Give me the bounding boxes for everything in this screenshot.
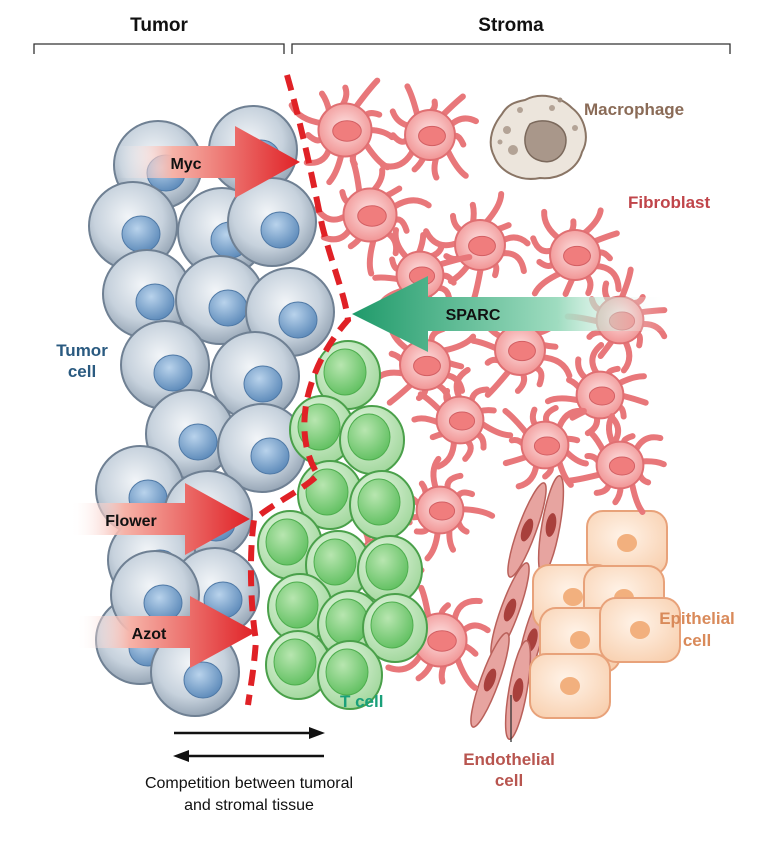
- myc-label: Myc: [170, 156, 201, 173]
- t-cell: [349, 470, 415, 540]
- fibroblast-cell: [530, 207, 622, 297]
- tumor-cell: [217, 403, 307, 493]
- fibroblast-cells: [288, 77, 668, 691]
- t-cell-label: T cell: [340, 692, 383, 711]
- azot-arrow: Azot: [76, 596, 256, 668]
- fibroblast-cell: [313, 157, 432, 277]
- myc-arrow: Myc: [118, 126, 300, 198]
- caption-line1: Competition between tumoral: [145, 775, 353, 792]
- fibroblast-cell: [380, 83, 479, 181]
- epithelial-label-line2: cell: [683, 631, 711, 650]
- caption-line2: and stromal tissue: [184, 797, 314, 814]
- fibroblast-label: Fibroblast: [628, 193, 711, 212]
- endothelial-cell: [507, 482, 547, 578]
- endothelial-label-line1: Endothelial: [463, 750, 555, 769]
- flower-arrow: Flower: [70, 483, 250, 555]
- tumor-header: Tumor: [130, 15, 188, 36]
- t-cell: [265, 630, 331, 700]
- t-cell: [362, 593, 428, 663]
- fibroblast-cell: [502, 404, 589, 490]
- t-cell: [339, 405, 405, 475]
- tumor-cell: [120, 320, 210, 410]
- t-cell: [317, 640, 383, 710]
- stroma-header: Stroma: [478, 15, 544, 36]
- sparc-arrow: SPARC: [352, 276, 668, 352]
- sparc-label: SPARC: [446, 307, 501, 324]
- tumor-cell: [88, 181, 178, 271]
- macrophage-label: Macrophage: [584, 100, 684, 119]
- tumor-cell: [175, 255, 265, 345]
- t-cell: [357, 535, 423, 605]
- endothelial-cell: [504, 639, 532, 741]
- competition-arrows: [173, 727, 325, 762]
- epithelial-cell: [529, 653, 611, 719]
- tumor-cell: [210, 331, 300, 421]
- tumor-cell-label-line1: Tumor: [56, 341, 108, 360]
- epithelial-cells: [529, 510, 681, 719]
- fibroblast-cell: [544, 341, 649, 448]
- flower-label: Flower: [105, 513, 157, 530]
- t-cells: [257, 340, 428, 710]
- fibroblast-cell: [567, 413, 667, 515]
- fibroblast-cell: [288, 77, 396, 186]
- macrophage-cell: [489, 94, 587, 180]
- endothelial-cell: [470, 632, 510, 728]
- fibroblast-cell: [411, 366, 514, 470]
- header-brackets: [33, 43, 731, 54]
- tumor-cell-label-line2: cell: [68, 362, 96, 381]
- epithelial-label-line1: Epithelial: [659, 609, 735, 628]
- tumor-stroma-boundary: [245, 74, 352, 706]
- epithelial-cell: [599, 597, 681, 663]
- tumor-cell: [227, 177, 317, 267]
- endothelial-label-line2: cell: [495, 771, 523, 790]
- azot-label: Azot: [132, 626, 167, 643]
- t-cell: [315, 340, 381, 410]
